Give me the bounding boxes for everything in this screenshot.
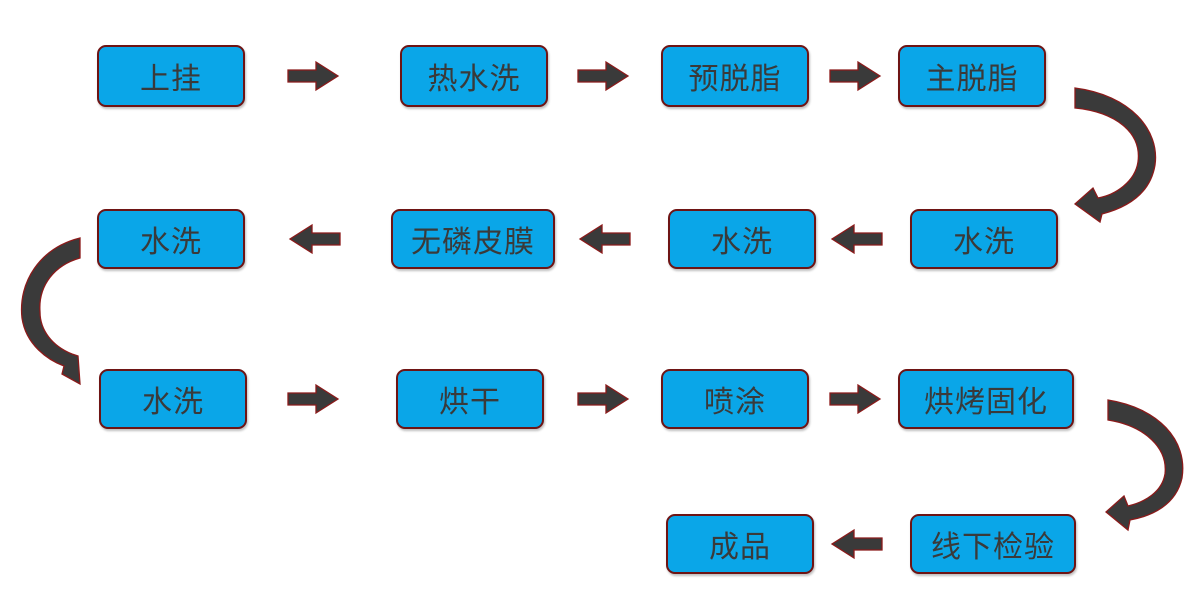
arrow-left-icon bbox=[288, 223, 341, 255]
step-phosphate-free-film: 无磷皮膜 bbox=[391, 209, 555, 269]
step-main-degrease: 主脱脂 bbox=[898, 45, 1046, 107]
arrow-left-icon bbox=[830, 528, 883, 560]
arrow-right-icon bbox=[287, 383, 340, 415]
arrow-right-icon bbox=[287, 60, 340, 92]
step-rinse-3: 水洗 bbox=[97, 209, 245, 269]
step-rinse-1: 水洗 bbox=[910, 209, 1058, 269]
step-rinse-4: 水洗 bbox=[99, 369, 247, 429]
step-spray: 喷涂 bbox=[661, 369, 809, 429]
arrow-right-icon bbox=[829, 383, 882, 415]
curved-arrow-down-icon bbox=[20, 237, 81, 386]
step-offline-inspect: 线下检验 bbox=[910, 514, 1076, 574]
step-finished: 成品 bbox=[666, 514, 814, 574]
step-hang: 上挂 bbox=[97, 45, 245, 107]
step-bake-cure: 烘烤固化 bbox=[898, 369, 1074, 429]
arrow-left-icon bbox=[578, 223, 631, 255]
curved-arrow-down-icon bbox=[1073, 87, 1157, 224]
arrow-right-icon bbox=[577, 60, 630, 92]
step-pre-degrease: 预脱脂 bbox=[661, 45, 809, 107]
arrow-right-icon bbox=[829, 60, 882, 92]
arrow-left-icon bbox=[830, 223, 883, 255]
step-dry: 烘干 bbox=[396, 369, 544, 429]
step-rinse-2: 水洗 bbox=[668, 209, 816, 269]
curved-arrow-down-icon bbox=[1104, 399, 1184, 532]
step-hot-rinse: 热水洗 bbox=[400, 45, 548, 107]
arrow-right-icon bbox=[577, 383, 630, 415]
